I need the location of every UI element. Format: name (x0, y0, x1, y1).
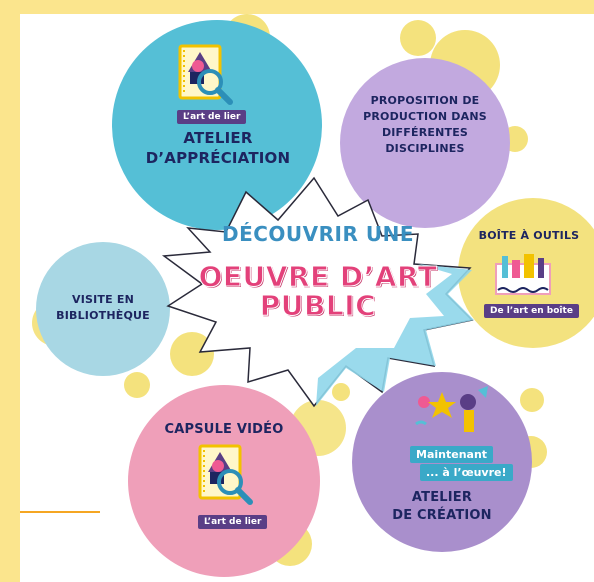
center-starburst (161, 176, 474, 408)
visite-label-line2: BIBLIOTHÈQUE (56, 309, 150, 322)
proposition-label-line3: DIFFÉRENTES (381, 126, 469, 139)
badge-art-de-lier: L’art de lier (177, 110, 247, 124)
toolbox-illustration-icon (495, 254, 551, 295)
atelier-creation-label-line2: DE CRÉATION (392, 508, 492, 523)
decorative-dot (520, 388, 544, 412)
yellow-frame-bottom-left (0, 512, 20, 582)
proposition-label-line2: PRODUCTION DANS (363, 110, 487, 123)
proposition-label-line4: DISCIPLINES (385, 142, 465, 155)
notebook-magnifier-icon (178, 44, 233, 105)
badge-art-de-lier: L’art de lier (198, 515, 268, 529)
visite-label-line1: VISITE EN (72, 293, 134, 306)
badge-a-l-oeuvre: ... à l’œuvre! (420, 464, 513, 481)
yellow-frame-top (0, 0, 594, 14)
badge-maintenant: Maintenant (410, 446, 494, 463)
orange-accent-line (20, 511, 100, 513)
atelier-creation-label-line1: ATELIER (411, 490, 473, 505)
badge-art-en-boite: De l’art en boîte (484, 304, 579, 318)
atelier-appreciation-label-line1: ATELIER (183, 129, 253, 147)
decorative-dot (400, 20, 436, 56)
proposition-label-line1: PROPOSITION DE (370, 94, 480, 107)
decorative-dot (124, 372, 150, 398)
decorative-dot (332, 383, 350, 401)
yellow-frame-left (0, 0, 20, 582)
node-visite-bibliotheque (36, 242, 170, 376)
capsule-video-title: CAPSULE VIDÉO (164, 422, 284, 437)
center-heading-line2: OEUVRE D’ART (198, 260, 438, 293)
center-heading-line1: DÉCOUVRIR UNE (221, 222, 414, 246)
center-heading-line3: PUBLIC (259, 289, 377, 322)
creation-illustration-icon (415, 386, 488, 432)
notebook-magnifier-icon (198, 444, 253, 505)
boite-outils-title: BOÎTE À OUTILS (478, 229, 580, 242)
atelier-appreciation-label-line2: D’APPRÉCIATION (145, 149, 291, 167)
